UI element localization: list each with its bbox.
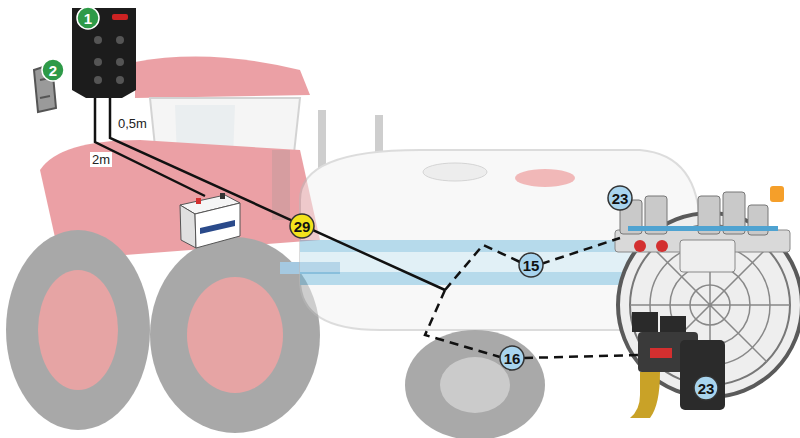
valve-knob [650,348,672,358]
outlet [630,372,660,418]
battery-front [195,203,240,248]
switch [94,36,102,44]
callout-circle [694,376,718,400]
pressure-knob [770,186,784,202]
rear-rim [187,277,283,393]
control-box [72,8,136,98]
power-cable [95,98,205,196]
valve-manifold [615,186,790,272]
trailer-wheel [405,330,545,438]
dimension-label: 0,5m [116,116,149,131]
callout-circle [290,214,314,238]
main-cable [110,98,445,290]
callout-number: 15 [523,258,540,273]
solenoid-head [632,312,658,332]
battery [180,193,240,248]
front-rim [38,270,118,390]
battery-band [200,220,235,234]
regulator-valve [630,312,725,418]
callout-circle [42,59,64,81]
tractor-roof [135,57,310,98]
callout-circle [519,253,543,277]
terminal [196,198,201,204]
callout-circle [77,7,99,29]
manifold-band [628,226,778,231]
dashed-cable [445,238,620,290]
trailer-rim [440,357,510,413]
callout-circle [608,186,632,210]
callout-number: 23 [612,191,629,206]
callout-circle [500,346,524,370]
battery-side [180,205,196,248]
front-wheel [6,230,150,430]
callout-number: 16 [504,351,521,366]
tank-lid [423,163,487,181]
dashed-cable [425,290,640,358]
mast [318,110,326,170]
switch [116,58,124,66]
tank-lid [515,169,575,187]
callout-number: 1 [84,11,92,26]
manifold-block [680,240,735,272]
control-logo [112,14,128,20]
motor [680,340,725,410]
dimension-label: 2m [90,152,112,167]
switch [116,36,124,44]
valve-knob [656,240,668,252]
terminal [220,193,225,199]
switch [116,76,124,84]
control-housing [72,8,136,98]
exhaust [272,150,290,220]
callout-number: 2 [49,63,57,78]
switch [94,58,102,66]
switch [94,76,102,84]
callout-number: 29 [294,219,311,234]
valve-knob [634,240,646,252]
callout-number: 23 [698,381,715,396]
tractor [6,57,340,433]
